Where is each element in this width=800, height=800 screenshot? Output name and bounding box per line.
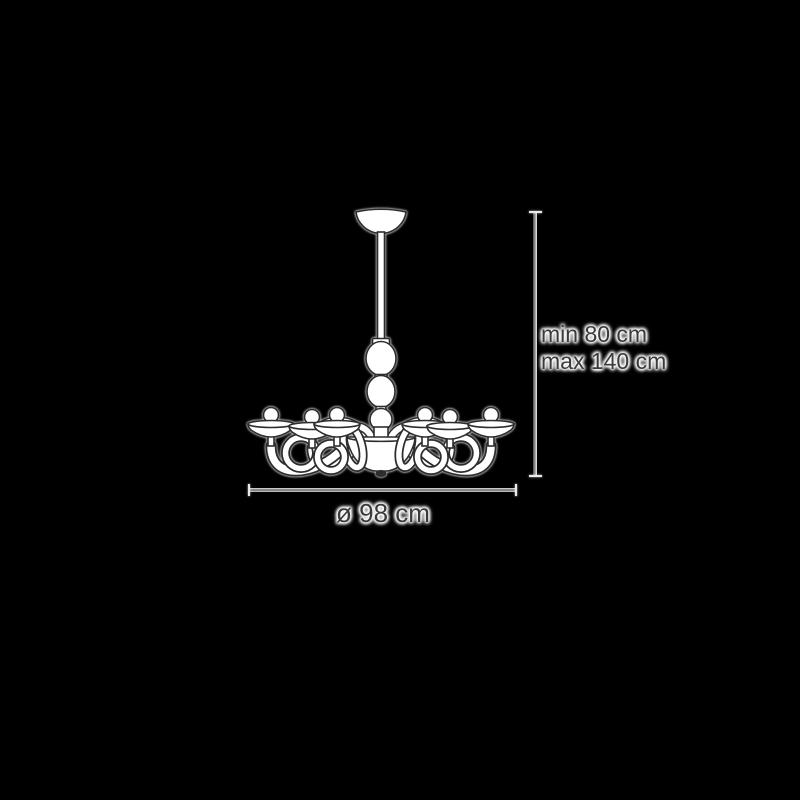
height-dimension-bottom-tick	[529, 475, 542, 477]
height-dimension-top-tick	[529, 211, 542, 213]
height-min-text: min 80 cm	[541, 321, 648, 347]
diameter-dimension-line	[249, 488, 516, 492]
diameter-dimension-left-tick	[248, 484, 250, 496]
height-max-text: max 140 cm	[541, 348, 667, 374]
height-dimension-label: min 80 cm max 140 cm	[541, 321, 666, 375]
height-dimension-line	[533, 213, 537, 476]
diameter-dimension-label: ø 98 cm	[336, 498, 430, 528]
diameter-dimension-right-tick	[515, 484, 517, 496]
chandelier-column	[355, 208, 407, 440]
